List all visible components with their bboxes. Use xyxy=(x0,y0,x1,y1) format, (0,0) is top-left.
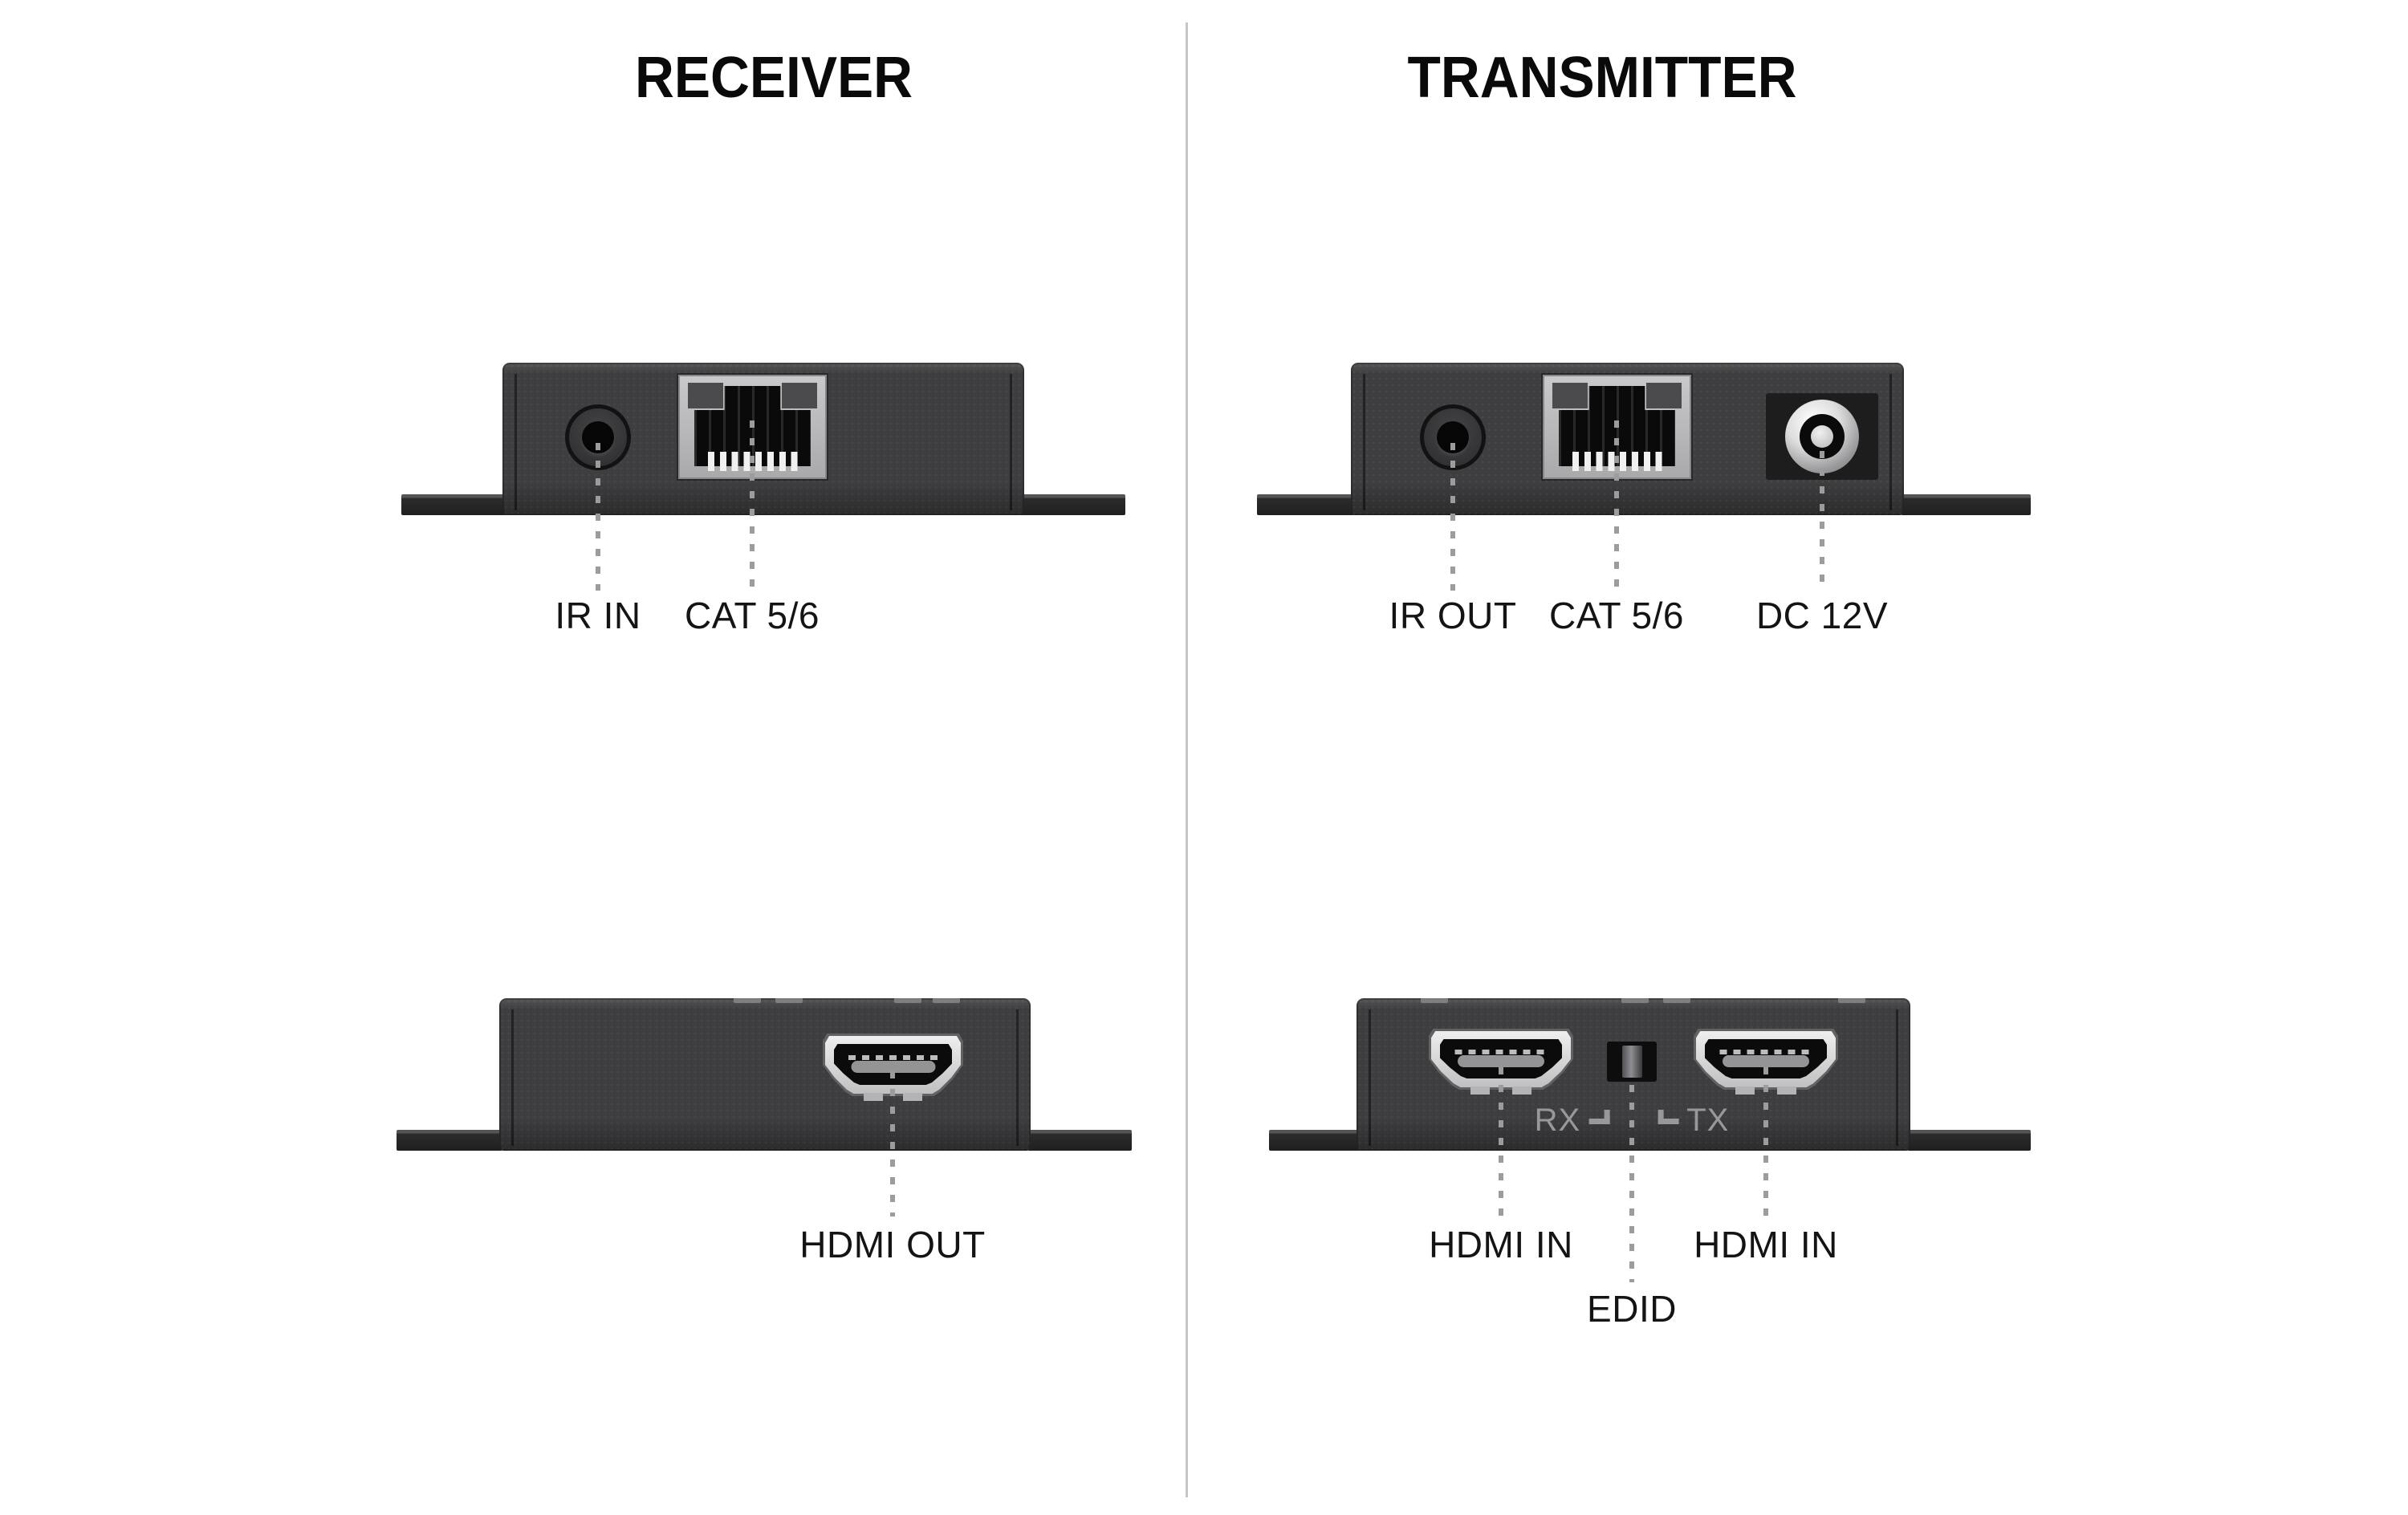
transmitter-rear-flange-left xyxy=(1257,494,1355,515)
label-ir-out: IR OUT xyxy=(1389,595,1517,636)
hdmi-tongue xyxy=(1723,1055,1809,1068)
rx-tx-case-print: RX TX xyxy=(1535,1103,1730,1139)
label-hdmi-out: HDMI OUT xyxy=(799,1224,986,1265)
chassis-tab xyxy=(1838,998,1865,1003)
hdmi-tab xyxy=(1511,1086,1531,1095)
rx-position-corner-icon xyxy=(1588,1109,1610,1124)
leader-cat56-transmitter xyxy=(1614,420,1619,591)
hdmi-tab xyxy=(1776,1086,1796,1095)
transmitter-rear-flange-right xyxy=(1901,494,2031,515)
leader-ir-in xyxy=(596,443,600,591)
receiver-title: RECEIVER xyxy=(634,46,913,110)
leader-cat56-receiver xyxy=(750,420,755,591)
label-cat56-receiver: CAT 5/6 xyxy=(685,595,820,636)
panel-seam xyxy=(1016,1009,1019,1146)
transmitter-front-flange-right xyxy=(1907,1130,2031,1151)
receiver-rear-flange-right xyxy=(1019,494,1125,515)
chassis-tab xyxy=(1421,998,1448,1003)
transmitter-title: TRANSMITTER xyxy=(1407,46,1797,110)
column-divider xyxy=(1186,22,1188,1497)
label-cat56-transmitter: CAT 5/6 xyxy=(1549,595,1684,636)
hdmi-pins xyxy=(848,1054,938,1060)
chassis-tab xyxy=(775,998,803,1003)
hdmi-tab xyxy=(1470,1086,1491,1095)
dc-pin xyxy=(1811,425,1833,448)
dc-12v-jack xyxy=(1766,393,1878,480)
hdmi-tab xyxy=(903,1093,923,1101)
hdmi-tab xyxy=(863,1093,883,1101)
leader-hdmi-in-left xyxy=(1499,1067,1503,1216)
label-ir-in: IR IN xyxy=(555,595,641,636)
rj45-ear xyxy=(1646,383,1682,408)
leader-dc-12v xyxy=(1820,451,1824,591)
leader-edid xyxy=(1629,1085,1634,1282)
hdmi-pins xyxy=(1719,1049,1812,1054)
hdmi-tongue xyxy=(851,1061,935,1074)
transmitter-front-flange-left xyxy=(1269,1130,1361,1151)
leader-hdmi-out xyxy=(890,1071,895,1216)
panel-seam xyxy=(1010,374,1012,510)
leader-hdmi-in-right xyxy=(1763,1067,1768,1216)
hdmi-tab xyxy=(1735,1086,1755,1095)
panel-seam xyxy=(1896,1009,1898,1146)
chassis-tab xyxy=(933,998,960,1003)
hdmi-pins xyxy=(1454,1049,1548,1054)
tx-print-label: TX xyxy=(1686,1103,1730,1138)
panel-seam xyxy=(515,374,517,510)
rj45-ear xyxy=(782,383,817,408)
panel-seam xyxy=(1369,1009,1371,1146)
panel-seam xyxy=(511,1009,514,1146)
label-hdmi-in-left: HDMI IN xyxy=(1429,1224,1573,1265)
leader-ir-out xyxy=(1450,443,1455,591)
label-hdmi-in-right: HDMI IN xyxy=(1694,1224,1838,1265)
panel-seam xyxy=(1889,374,1892,510)
label-edid: EDID xyxy=(1587,1288,1677,1330)
tx-position-corner-icon xyxy=(1658,1109,1679,1124)
chassis-tab xyxy=(734,998,761,1003)
hdmi-tongue xyxy=(1458,1055,1544,1068)
rj45-ear xyxy=(688,383,723,408)
rx-print-label: RX xyxy=(1534,1103,1581,1138)
receiver-front-flange-right xyxy=(1027,1130,1132,1151)
receiver-front-flange-left xyxy=(397,1130,502,1151)
chassis-tab xyxy=(1663,998,1690,1003)
receiver-rear-flange-left xyxy=(401,494,507,515)
edid-switch xyxy=(1607,1042,1657,1082)
panel-seam xyxy=(1363,374,1365,510)
chassis-tab xyxy=(894,998,921,1003)
rj45-ear xyxy=(1552,383,1588,408)
edid-switch-knob xyxy=(1622,1046,1642,1078)
label-dc-12v: DC 12V xyxy=(1755,595,1889,636)
chassis-tab xyxy=(1621,998,1649,1003)
